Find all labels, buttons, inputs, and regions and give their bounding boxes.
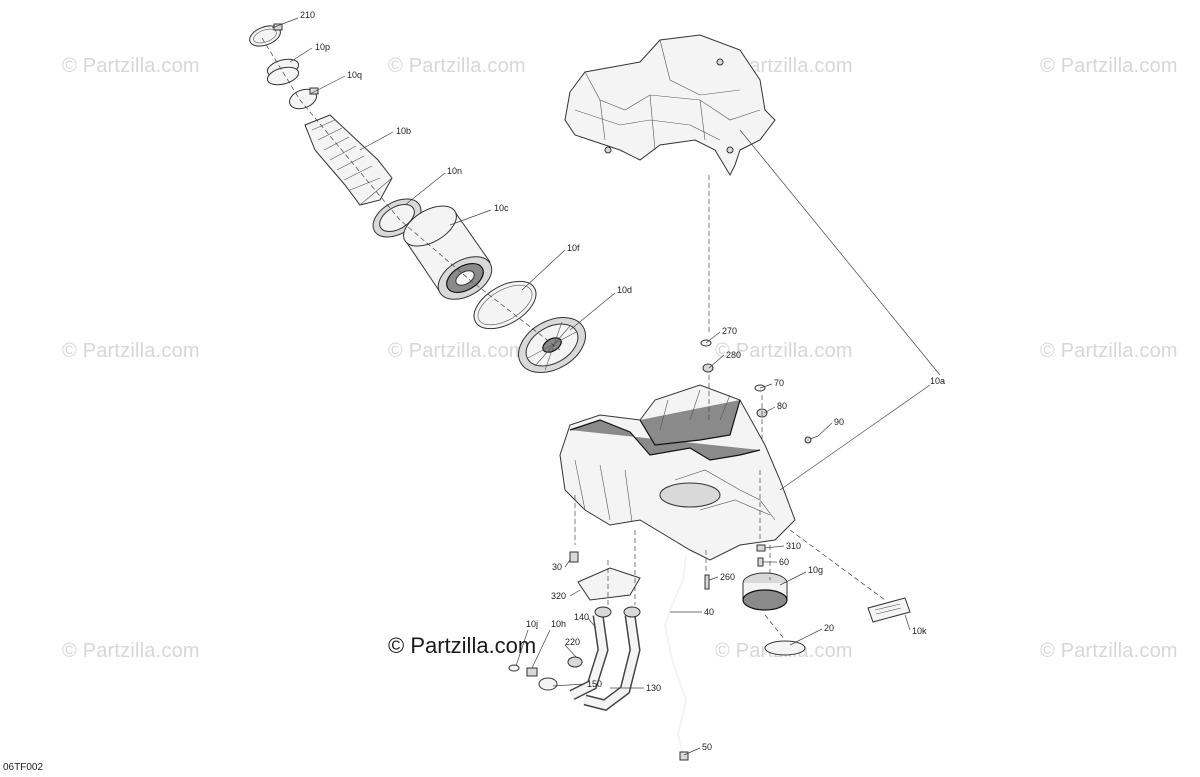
watermark: © Partzilla.com (62, 340, 200, 362)
callout-10h: 10h (551, 619, 566, 629)
callout-90: 90 (834, 417, 844, 427)
callout-10j: 10j (526, 619, 538, 629)
callout-130: 130 (646, 683, 661, 693)
callout-10n: 10n (447, 166, 462, 176)
brand-watermark: © Partzilla.com (388, 633, 537, 658)
callout-60: 60 (779, 557, 789, 567)
intake-hose-10b (304, 114, 393, 206)
callout-80: 80 (777, 401, 787, 411)
leader-lines (271, 17, 941, 756)
fitting-10j (508, 664, 520, 672)
callout-30: 30 (552, 562, 562, 572)
callout-280: 280 (726, 350, 741, 360)
clamp-220 (567, 656, 583, 668)
watermark: © Partzilla.com (388, 340, 526, 362)
cover-10d (518, 317, 586, 373)
watermark: © Partzilla.com (1040, 55, 1178, 77)
sleeve-10p (266, 58, 300, 86)
clamp-pair (594, 606, 641, 618)
clamp-10q (288, 87, 319, 110)
clamp-20 (764, 640, 806, 656)
callout-270: 270 (722, 326, 737, 336)
callout-10f: 10f (567, 243, 580, 253)
filter-10c (403, 205, 493, 300)
callout-10p: 10p (315, 42, 330, 52)
callout-320: 320 (551, 591, 566, 601)
callout-10d: 10d (617, 285, 632, 295)
callout-10q: 10q (347, 70, 362, 80)
callout-70: 70 (774, 378, 784, 388)
watermark: © Partzilla.com (715, 340, 853, 362)
hose-130 (583, 614, 641, 711)
screw-90 (804, 435, 819, 444)
callout-50: 50 (702, 742, 712, 752)
watermark: © Partzilla.com (1040, 340, 1178, 362)
callout-310: 310 (786, 541, 801, 551)
figure-code: 06TF002 (3, 762, 44, 773)
clamp-150 (538, 677, 558, 691)
label-10k (867, 597, 911, 623)
tube-end-50 (679, 751, 689, 761)
fitting-10h (526, 667, 538, 677)
callout-150: 150 (587, 679, 602, 689)
callout-10a: 10a (930, 376, 945, 386)
nut-280 (702, 363, 714, 373)
callout-10k: 10k (912, 626, 927, 636)
watermark: © Partzilla.com (62, 640, 200, 662)
clip-30 (569, 551, 579, 563)
drain-tube-40 (663, 555, 688, 756)
callout-10c: 10c (494, 203, 509, 213)
callout-10b: 10b (396, 126, 411, 136)
watermark: © Partzilla.com (62, 55, 200, 77)
watermark: © Partzilla.com (1040, 640, 1178, 662)
callout-40: 40 (704, 607, 714, 617)
clamp-210 (249, 23, 283, 47)
watermark: © Partzilla.com (388, 55, 526, 77)
shield-320 (577, 567, 641, 601)
callout-20: 20 (824, 623, 834, 633)
gasket-10f (473, 280, 537, 330)
callout-10g: 10g (808, 565, 823, 575)
callout-140: 140 (574, 612, 589, 622)
callout-220: 220 (565, 637, 580, 647)
screw-260 (704, 574, 710, 590)
callout-210: 210 (300, 10, 315, 20)
hose-140 (569, 614, 609, 700)
airbox-base-10a (559, 384, 796, 561)
adapter-10g (742, 572, 788, 611)
airbox-cover-10a (564, 34, 776, 177)
clip-310 (756, 544, 766, 552)
callout-260: 260 (720, 572, 735, 582)
